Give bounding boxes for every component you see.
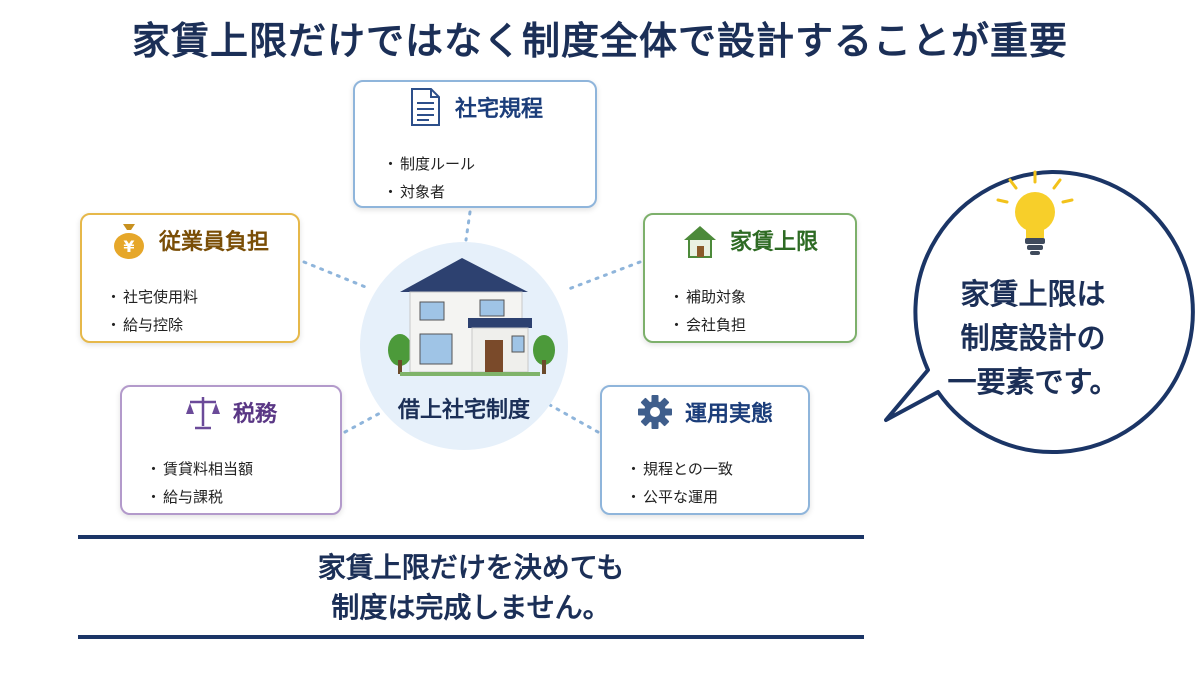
- card-header: ¥ 従業員負担: [82, 215, 298, 265]
- card-title: 社宅規程: [454, 97, 543, 122]
- card-tax: 税務 賃貸料相当額 給与課税: [120, 385, 342, 515]
- speech-bubble: [884, 169, 1195, 454]
- card-title: 運用実態: [684, 402, 773, 427]
- card-header: 家賃上限: [645, 215, 855, 265]
- list-item: 制度ルール: [383, 150, 475, 178]
- card-header: 税務: [122, 387, 340, 437]
- bubble-message: 家賃上限は 制度設計の 一要素です。: [918, 272, 1148, 404]
- card-title: 家賃上限: [729, 230, 818, 255]
- money-bag-icon: ¥: [113, 224, 144, 259]
- gear-icon: [637, 395, 672, 429]
- connector-tax: [343, 410, 384, 434]
- connector-ops: [548, 403, 600, 434]
- list-item: 給与課税: [146, 483, 253, 511]
- card-header: 社宅規程: [355, 82, 595, 132]
- page-title: 家賃上限だけではなく制度全体で設計することが重要: [131, 19, 1068, 63]
- scales-icon: [185, 397, 220, 430]
- house-icon: [683, 226, 716, 258]
- list-item: 給与控除: [106, 311, 198, 339]
- connector-cap: [564, 260, 642, 292]
- card-header: 運用実態: [602, 387, 808, 437]
- list-item: 対象者: [383, 178, 475, 206]
- list-item: 公平な運用: [626, 483, 733, 511]
- card-ops: 運用実態 規程との一致 公平な運用: [600, 385, 810, 515]
- list-item: 賃貸料相当額: [146, 455, 253, 483]
- bottom-line: 家賃上限だけを決めても: [317, 551, 625, 584]
- list-item: 補助対象: [669, 283, 746, 311]
- connector-employee: [302, 260, 370, 290]
- bubble-line: 家賃上限は: [960, 277, 1106, 311]
- bottom-message: 家賃上限だけを決めても 制度は完成しません。: [78, 548, 864, 628]
- divider-top: [78, 535, 864, 539]
- card-title: 従業員負担: [158, 230, 269, 255]
- list-item: 規程との一致: [626, 455, 733, 483]
- svg-text:¥: ¥: [123, 237, 134, 256]
- bubble-line: 制度設計の: [960, 321, 1106, 355]
- card-shataku: 社宅規程 制度ルール 対象者: [353, 80, 597, 208]
- house-illustration: [388, 258, 555, 376]
- list-item: 会社負担: [669, 311, 746, 339]
- center-label: 借上社宅制度: [397, 398, 530, 423]
- bubble-line: 一要素です。: [947, 365, 1119, 399]
- card-cap: 家賃上限 補助対象 会社負担: [643, 213, 857, 343]
- connector-shataku: [464, 210, 472, 242]
- list-item: 社宅使用料: [106, 283, 198, 311]
- card-employee: ¥ 従業員負担 社宅使用料 給与控除: [80, 213, 300, 343]
- divider-bottom: [78, 635, 864, 639]
- document-icon: [410, 88, 440, 126]
- card-title: 税務: [232, 402, 277, 427]
- lightbulb-icon: [996, 170, 1074, 255]
- bottom-line: 制度は完成しません。: [331, 591, 611, 624]
